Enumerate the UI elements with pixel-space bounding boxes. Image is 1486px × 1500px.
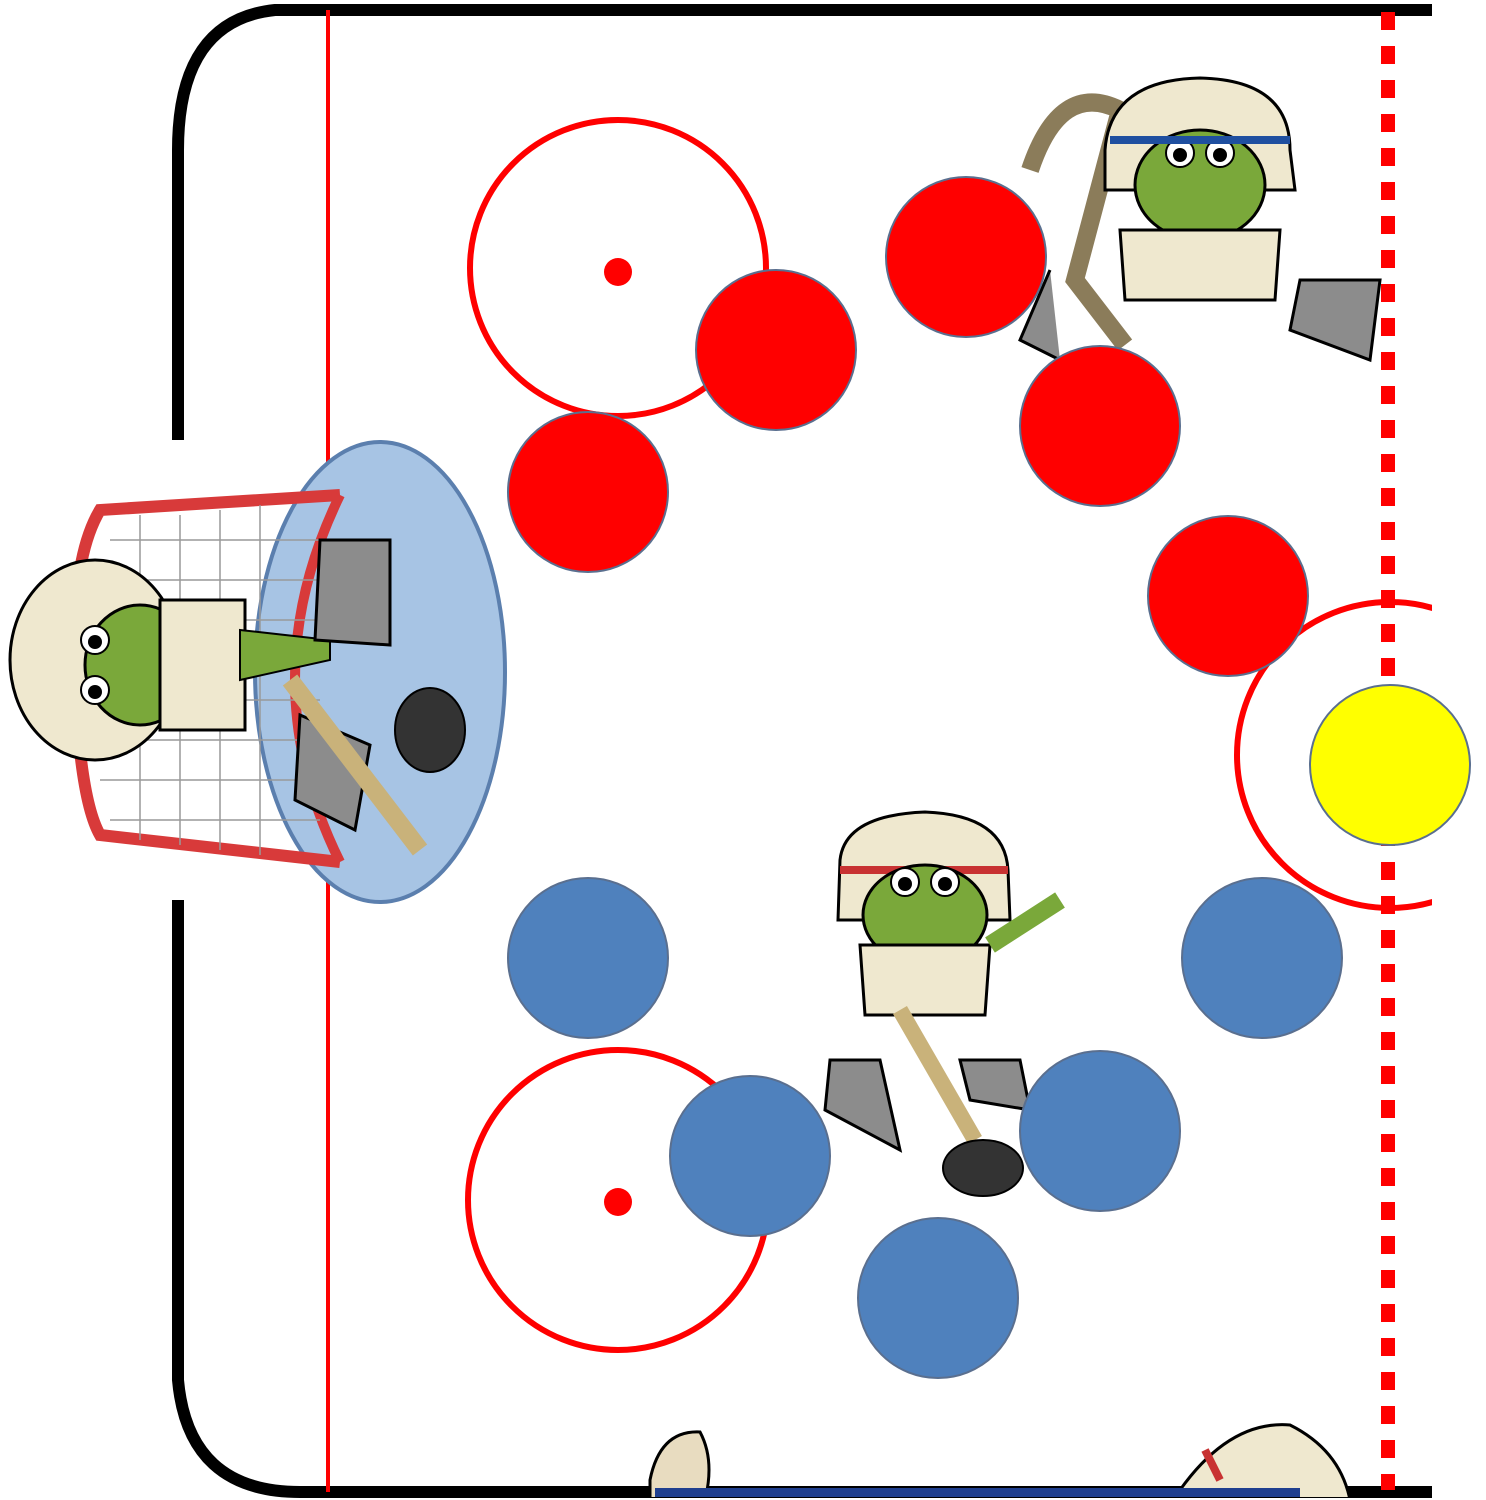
red-player-marker-5[interactable] <box>1148 516 1308 676</box>
blue-player-marker-2[interactable] <box>670 1076 830 1236</box>
goalie-jersey <box>160 600 245 730</box>
top-frog-skater-illustration <box>1020 78 1380 360</box>
blue-player-marker-5[interactable] <box>1182 878 1342 1038</box>
faceoff-dot-bottom <box>604 1188 632 1216</box>
hockey-logo-fragment <box>650 1425 1350 1500</box>
yellow-player-marker-1[interactable] <box>1310 685 1470 845</box>
top-frog-face <box>1135 130 1265 240</box>
puck-carrier-markers <box>1310 685 1470 845</box>
bottom-puck <box>943 1140 1023 1196</box>
blue-player-marker-4[interactable] <box>1020 1051 1180 1211</box>
goalie-puck <box>395 688 465 772</box>
blue-player-marker-1[interactable] <box>508 878 668 1038</box>
faceoff-dot-top <box>604 258 632 286</box>
red-player-marker-2[interactable] <box>696 270 856 430</box>
blue-player-marker-3[interactable] <box>858 1218 1018 1378</box>
red-player-marker-1[interactable] <box>508 412 668 572</box>
red-player-marker-4[interactable] <box>1020 346 1180 506</box>
red-player-marker-3[interactable] <box>886 177 1046 337</box>
goalie-frog-illustration <box>10 442 505 902</box>
